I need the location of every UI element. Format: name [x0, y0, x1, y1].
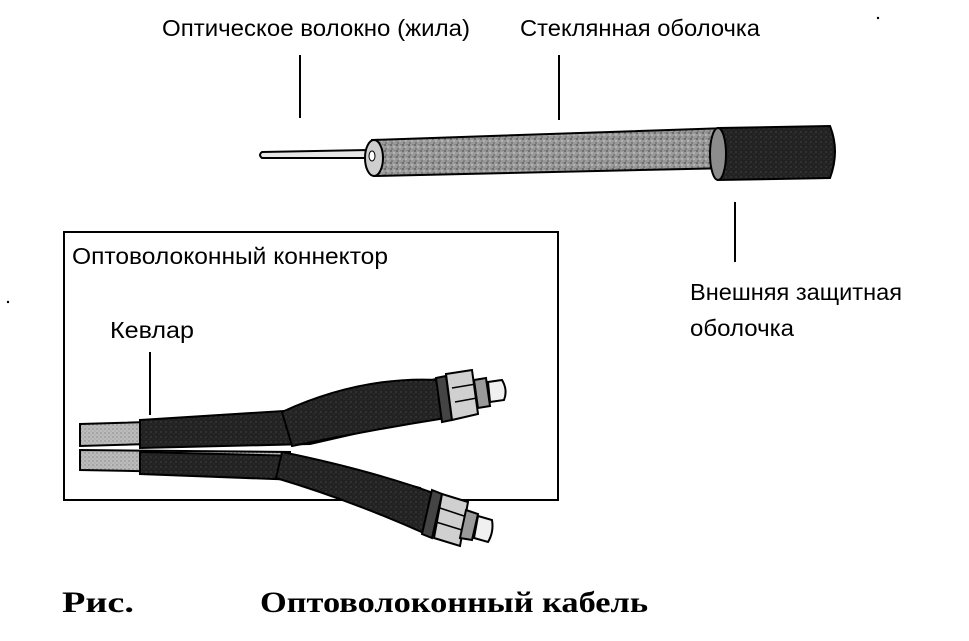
connector-inset: Оптоволоконный коннектор Кевлар	[63, 231, 559, 548]
upper-connector-cable	[79, 368, 507, 450]
caption-prefix: Рис.	[62, 586, 134, 619]
cable-diagram: Оптическое волокно (жила) Стеклянная обо…	[162, 15, 902, 341]
scan-speck	[6, 300, 10, 304]
lower-connector-cable	[79, 448, 494, 548]
figure-caption: Рис. Оптоволоконный кабель	[62, 586, 648, 619]
caption-title: Оптоволоконный кабель	[260, 586, 648, 619]
optical-fiber-core	[259, 148, 369, 159]
kevlar-label: Кевлар	[110, 317, 194, 343]
connector-frame	[63, 231, 559, 501]
cladding-label: Стеклянная оболочка	[520, 15, 760, 41]
jacket-label-line2: оболочка	[690, 315, 794, 341]
outer-jacket	[709, 124, 836, 182]
connector-label: Оптоволоконный коннектор	[72, 243, 388, 269]
jacket-label-line1: Внешняя защитная	[690, 279, 902, 305]
core-label: Оптическое волокно (жила)	[162, 15, 470, 41]
glass-cladding	[364, 126, 734, 178]
scan-speck	[876, 16, 880, 20]
